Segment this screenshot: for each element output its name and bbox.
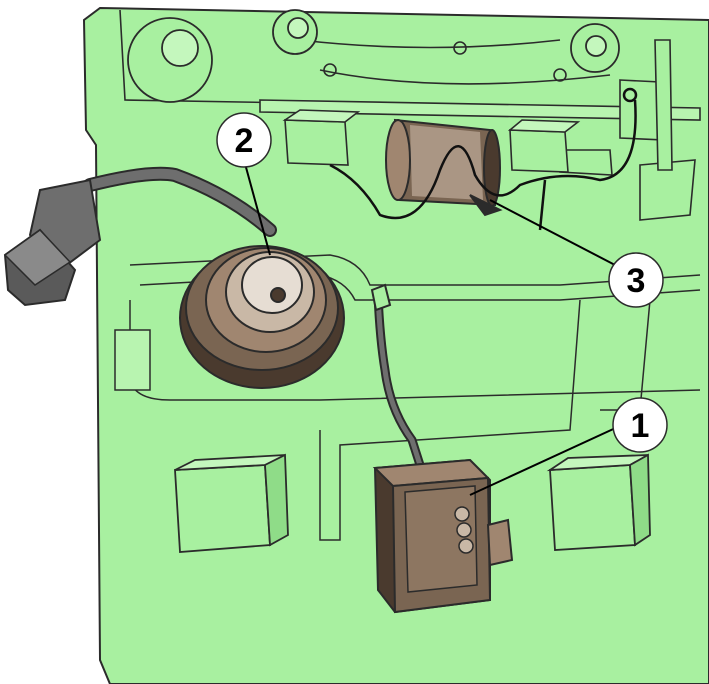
callout-3: 3	[608, 252, 664, 308]
rail-blocks	[282, 109, 581, 173]
cylindrical-actuator-icon	[385, 118, 503, 217]
leader-lines	[243, 159, 623, 496]
wire-connector-icon	[3, 166, 277, 307]
square-pads	[174, 453, 651, 553]
callout-2-label: 2	[235, 122, 254, 160]
round-sensor-icon	[179, 245, 345, 389]
actuator-wiring	[329, 87, 638, 231]
callout-1-label: 1	[631, 407, 650, 445]
control-module-icon	[370, 283, 514, 614]
right-bracket	[559, 39, 696, 221]
top-left-boss	[127, 9, 620, 103]
callout-1: 1	[612, 397, 668, 453]
upper-rail	[119, 9, 701, 121]
callout-2: 2	[216, 112, 272, 168]
callout-3-label: 3	[627, 262, 646, 300]
